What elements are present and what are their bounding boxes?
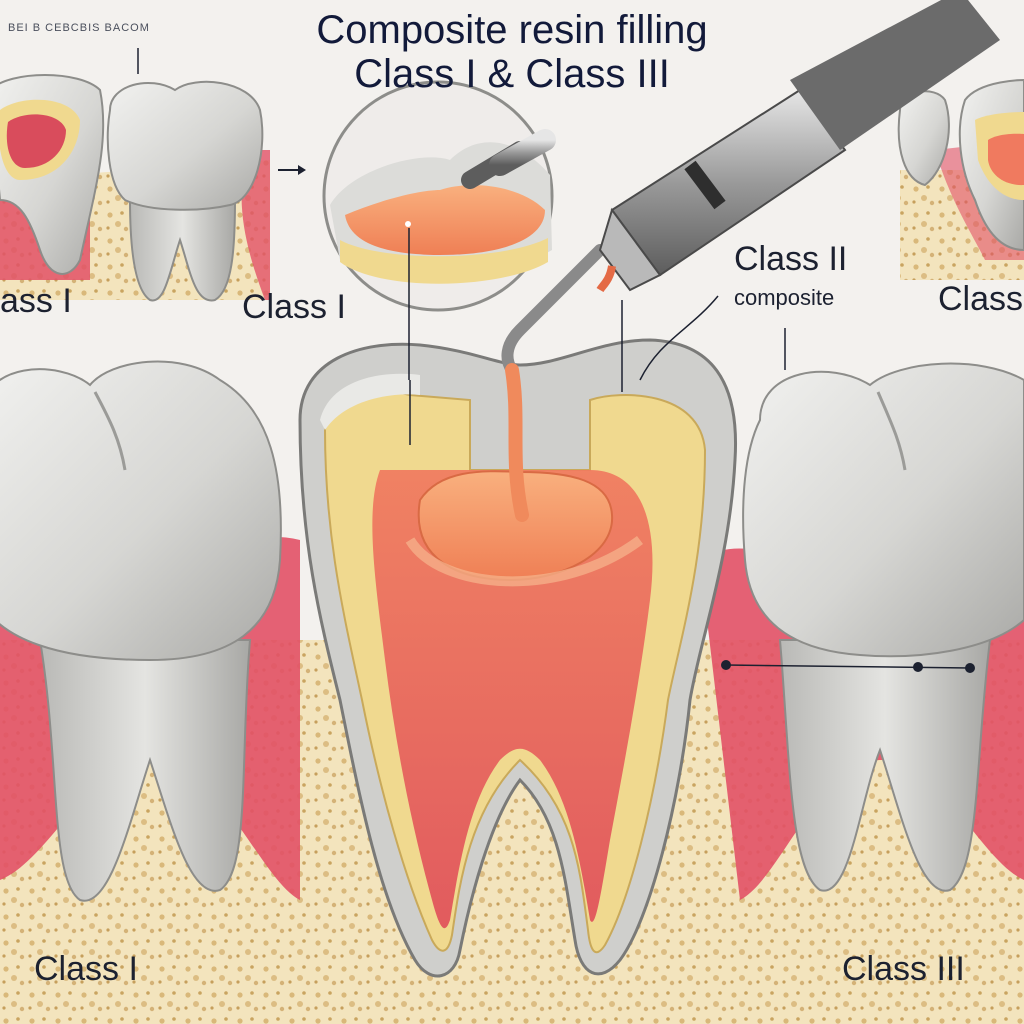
- diagram-title: Composite resin filling: [316, 8, 708, 52]
- label-class-i-bottom: Class I: [34, 950, 138, 988]
- dental-syringe: [501, 0, 1000, 376]
- marker-dot: [913, 662, 923, 672]
- center-tooth-cross-section: [298, 338, 738, 978]
- top-note: BEI B CEBCBIS BACOM: [8, 22, 150, 34]
- top-right-teeth: [897, 78, 1024, 280]
- marker-dot: [965, 663, 975, 673]
- magnified-inset: [322, 80, 556, 312]
- resin-stream: [505, 363, 529, 522]
- diagram-subtitle: Class I & Class III: [354, 52, 670, 96]
- label-class-i-partial: ass I: [0, 282, 72, 320]
- label-composite: composite: [734, 285, 835, 310]
- right-molar: [742, 362, 1024, 892]
- label-class-ii: Class II: [734, 240, 848, 278]
- marker-dot: [721, 660, 731, 670]
- label-class-i-upper: Class I: [242, 288, 346, 326]
- top-left-teeth: [0, 74, 270, 302]
- left-molar: [0, 360, 282, 902]
- label-class-iii-bottom: Class III: [842, 950, 965, 988]
- label-class-partial-right: Class: [938, 280, 1024, 318]
- leader-lines: [137, 48, 971, 669]
